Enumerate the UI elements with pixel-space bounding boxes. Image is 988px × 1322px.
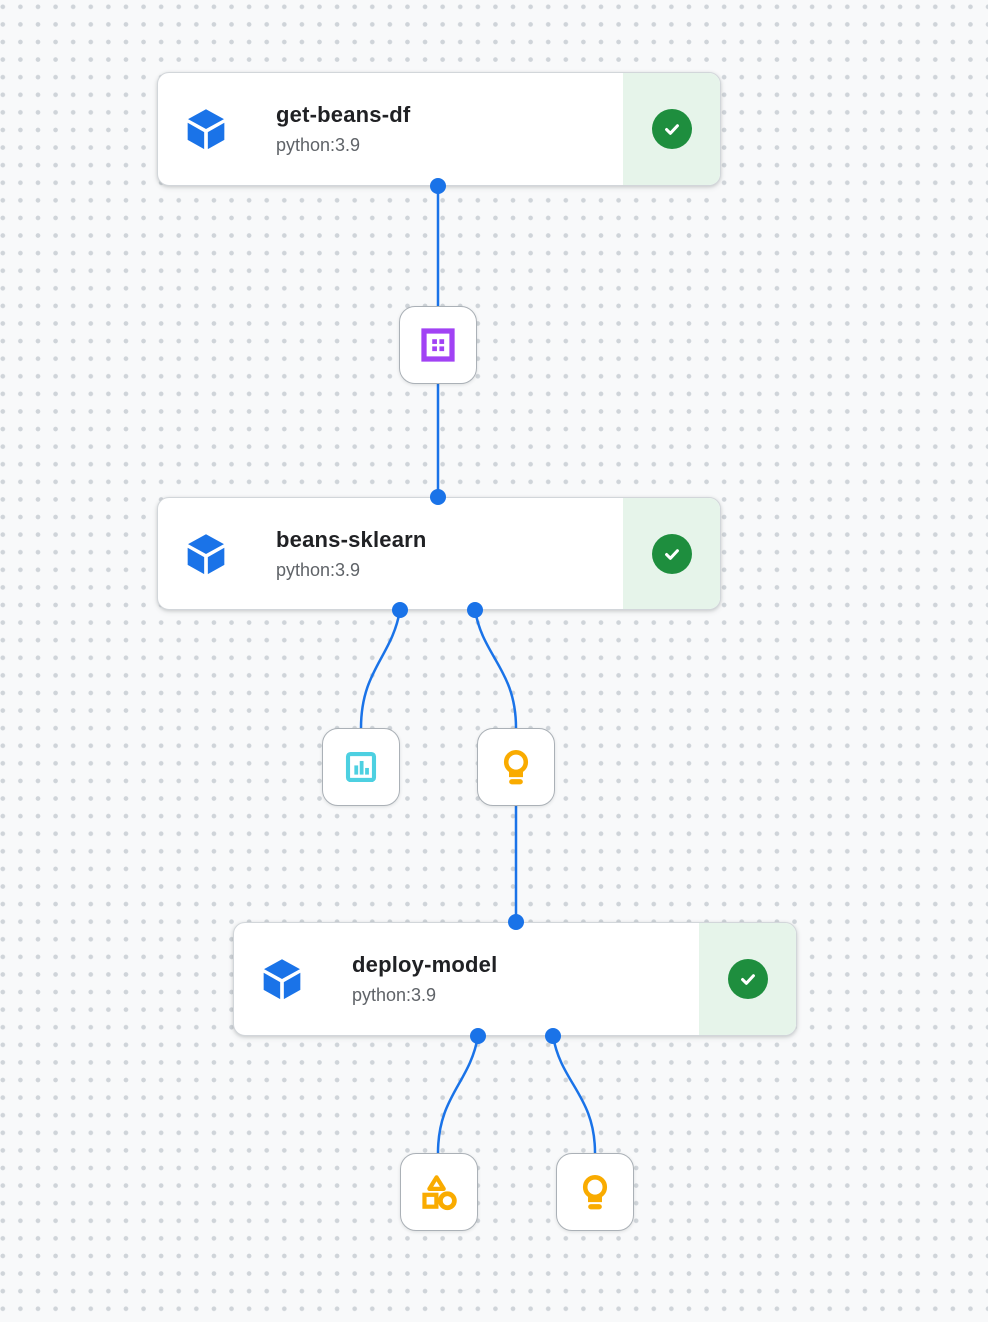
edge-line (551, 1035, 597, 1154)
container-step-cube-icon (184, 107, 228, 151)
step-node-deploy-model[interactable]: deploy-model python:3.9 (233, 922, 797, 1036)
edge-line (359, 609, 402, 729)
success-check-icon (727, 959, 768, 999)
artifact-node-shapes[interactable] (400, 1153, 478, 1231)
metrics-bar-chart-icon (345, 751, 377, 783)
artifact-node-metrics[interactable] (322, 728, 400, 806)
step-node-get-beans-df[interactable]: get-beans-df python:3.9 (157, 72, 721, 186)
artifact-node-model-2[interactable] (556, 1153, 634, 1231)
status-badge (623, 73, 720, 185)
model-lightbulb-icon (582, 1175, 608, 1210)
dataset-grid-icon (421, 328, 455, 362)
status-badge (699, 923, 796, 1035)
artifact-node-dataset[interactable] (399, 306, 477, 384)
step-name-label: beans-sklearn (276, 526, 427, 552)
step-node-beans-sklearn[interactable]: beans-sklearn python:3.9 (157, 497, 721, 610)
edge-line (436, 1035, 480, 1154)
container-step-cube-icon (184, 532, 228, 576)
step-name-label: deploy-model (352, 952, 498, 977)
container-step-cube-icon (260, 957, 304, 1001)
container-image-label: python:3.9 (352, 985, 437, 1005)
status-badge (623, 498, 720, 609)
edge-line (473, 609, 518, 729)
success-check-icon (651, 533, 692, 574)
generic-artifact-shapes-icon (422, 1175, 457, 1211)
artifact-node-model-1[interactable] (477, 728, 555, 806)
success-check-icon (651, 109, 692, 149)
container-image-label: python:3.9 (276, 135, 361, 155)
container-image-label: python:3.9 (276, 559, 361, 580)
model-lightbulb-icon (503, 750, 529, 785)
step-name-label: get-beans-df (276, 102, 411, 127)
